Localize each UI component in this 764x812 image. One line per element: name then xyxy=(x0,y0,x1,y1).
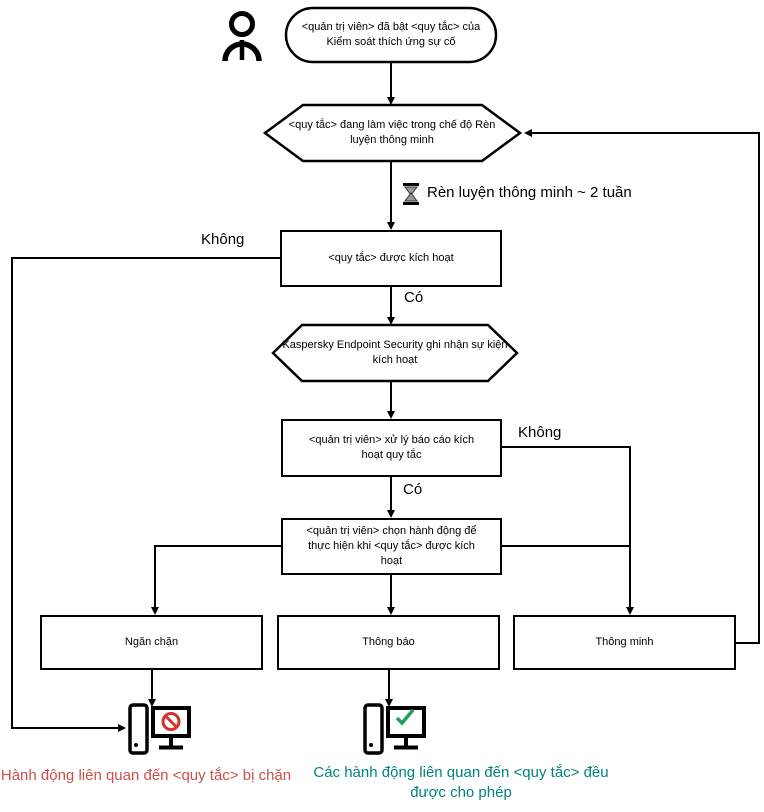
training-mode-node-label: <quy tắc> đang làm việc trong chế độ Rèn… xyxy=(288,119,496,146)
action-notify-node: Thông báo xyxy=(277,615,500,670)
computer-allowed-icon xyxy=(363,703,426,755)
admin-chooses-action-node: <quản trị viên> chọn hành động để thực h… xyxy=(281,518,502,575)
action-smart-node: Thông minh xyxy=(513,615,736,670)
admin-processes-report-node: <quản trị viên> xử lý báo cáo kích hoạt … xyxy=(281,419,502,477)
action-block-node: Ngăn chặn xyxy=(40,615,263,670)
prohibition-icon xyxy=(161,712,181,731)
edge-label-no-right: Không xyxy=(518,424,562,441)
computer-blocked-icon xyxy=(128,703,191,755)
edge-label-yes-top: Có xyxy=(404,289,424,306)
start-node-label: <quản trị viên> đã bật <quy tắc> của Kiể… xyxy=(301,21,481,48)
training-mode-node-shape xyxy=(262,103,523,163)
edge-label-yes-bottom: Có xyxy=(403,481,423,498)
caption-allowed: Các hành động liên quan đến <quy tắc> đề… xyxy=(313,764,609,801)
event-logged-node-shape xyxy=(271,323,519,383)
rule-triggered-node: <quy tắc> được kích hoạt xyxy=(280,230,502,287)
check-icon xyxy=(395,708,415,726)
flow-connectors xyxy=(11,62,760,732)
caption-blocked: Hành động liên quan đến <quy tắc> bị chặ… xyxy=(0,767,292,784)
training-duration-label: Rèn luyện thông minh ~ 2 tuần xyxy=(427,184,632,201)
edge-label-no-left: Không xyxy=(201,231,245,248)
hourglass-icon xyxy=(403,183,419,205)
person-icon xyxy=(222,11,262,62)
event-logged-node-label: Kaspersky Endpoint Security ghi nhận sự … xyxy=(282,339,508,366)
